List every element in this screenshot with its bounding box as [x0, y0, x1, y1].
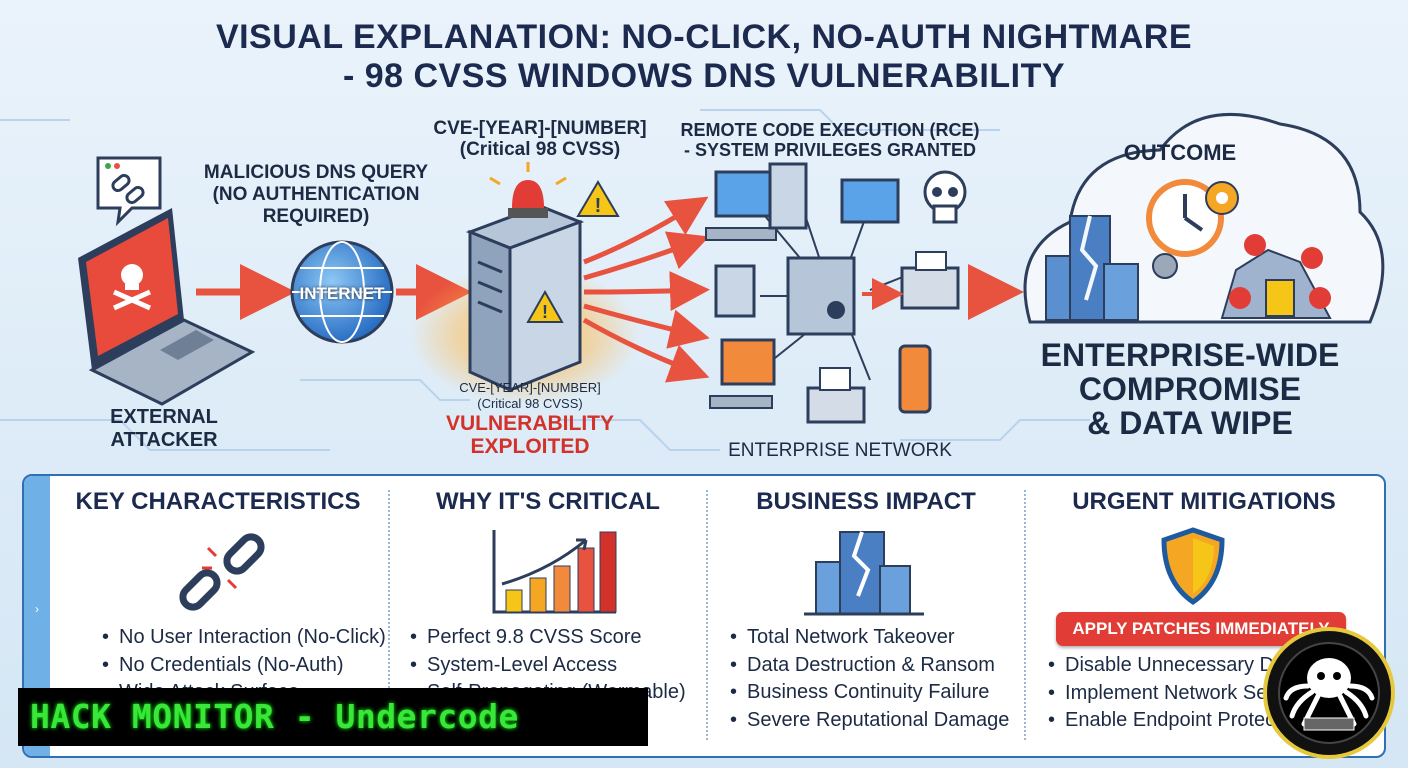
column-divider — [706, 490, 708, 740]
list-item: Severe Reputational Damage — [730, 707, 1009, 735]
enterprise-network-label: ENTERPRISE NETWORK — [728, 440, 952, 461]
list-item: Total Network Takeover — [730, 624, 1009, 652]
hack-monitor-watermark: HACK MONITOR - Undercode — [18, 688, 648, 746]
apply-patches-button[interactable]: APPLY PATCHES IMMEDIATELY — [1056, 612, 1346, 646]
attack-flow-diagram: ! ! — [0, 109, 1385, 451]
bullet-list: Disable Unnecessary DNS Implement Networ… — [1048, 652, 1366, 735]
list-item: No Credentials (No-Auth) — [102, 652, 386, 680]
dns-server-icon: ! — [465, 204, 585, 393]
malicious-query-label: MALICIOUS DNS QUERY (NO AUTHENTICATION R… — [203, 162, 429, 227]
attacker-laptop-icon — [78, 208, 256, 406]
outcome-label: OUTCOME — [1123, 140, 1237, 165]
alarm-siren-icon — [489, 162, 567, 218]
list-item: No User Interaction (No-Click) — [102, 624, 386, 652]
svg-text:!: ! — [542, 302, 548, 322]
title-line-2: - 98 CVSS WINDOWS DNS VULNERABILITY — [342, 57, 1066, 95]
cracked-buildings-icon — [1045, 215, 1139, 321]
column-heading: URGENT MITIGATIONS — [1072, 488, 1336, 515]
internet-globe-icon — [290, 240, 394, 344]
chain-link-bubble-icon — [96, 156, 162, 227]
shield-icon — [1161, 527, 1225, 606]
list-item: Data Destruction & Ransom — [730, 652, 1009, 680]
broken-chain-icon — [179, 533, 265, 611]
page-title: VISUAL EXPLANATION: NO-CLICK, NO-AUTH NI… — [0, 18, 1408, 96]
enterprise-network-icons — [705, 162, 960, 424]
skull-icon — [923, 170, 967, 224]
cracked-building-icon — [804, 531, 924, 616]
clock-gear-icon — [1146, 179, 1239, 279]
column-divider — [388, 490, 390, 740]
cve-label-bottom: CVE-[YEAR]-[NUMBER] (Critical 98 CVSS) — [459, 380, 601, 411]
bullet-list: Total Network Takeover Data Destruction … — [730, 624, 1009, 734]
column-urgent-mitigations: URGENT MITIGATIONS APPLY PATCHES IMMEDIA… — [1026, 476, 1382, 756]
svg-text:!: ! — [595, 195, 602, 217]
warning-triangle-icon: ! — [576, 180, 620, 217]
column-heading: KEY CHARACTERISTICS — [75, 488, 361, 515]
rising-bar-chart-icon — [492, 530, 617, 614]
list-item: Business Continuity Failure — [730, 679, 1009, 707]
internet-label: INTERNET — [299, 284, 385, 303]
column-heading: BUSINESS IMPACT — [756, 488, 976, 515]
compromise-label: ENTERPRISE-WIDE COMPROMISE & DATA WIPE — [1040, 337, 1340, 441]
column-heading: WHY IT'S CRITICAL — [436, 488, 660, 515]
list-item: Perfect 9.8 CVSS Score — [410, 624, 686, 652]
list-item: Enable Endpoint Protection — [1048, 707, 1366, 735]
cve-label-top: CVE-[YEAR]-[NUMBER] (Critical 98 CVSS) — [433, 118, 647, 160]
circuit-background — [0, 109, 1090, 451]
list-item: Disable Unnecessary DNS — [1048, 652, 1366, 680]
attacker-label: EXTERNAL ATTACKER — [110, 406, 218, 451]
column-divider — [1024, 490, 1026, 740]
column-business-impact: BUSINESS IMPACT Total Network Takeover D… — [708, 476, 1024, 756]
rce-label: REMOTE CODE EXECUTION (RCE) - SYSTEM PRI… — [680, 120, 980, 160]
spreading-arrows — [582, 196, 710, 383]
vulnerability-exploited-label: VULNERABILITY EXPLOITED — [446, 412, 614, 458]
octopus-logo-icon — [1263, 627, 1395, 759]
destroyed-data-icon — [1220, 234, 1332, 319]
title-line-1: VISUAL EXPLANATION: NO-CLICK, NO-AUTH NI… — [215, 18, 1193, 56]
list-item: System-Level Access — [410, 652, 686, 680]
